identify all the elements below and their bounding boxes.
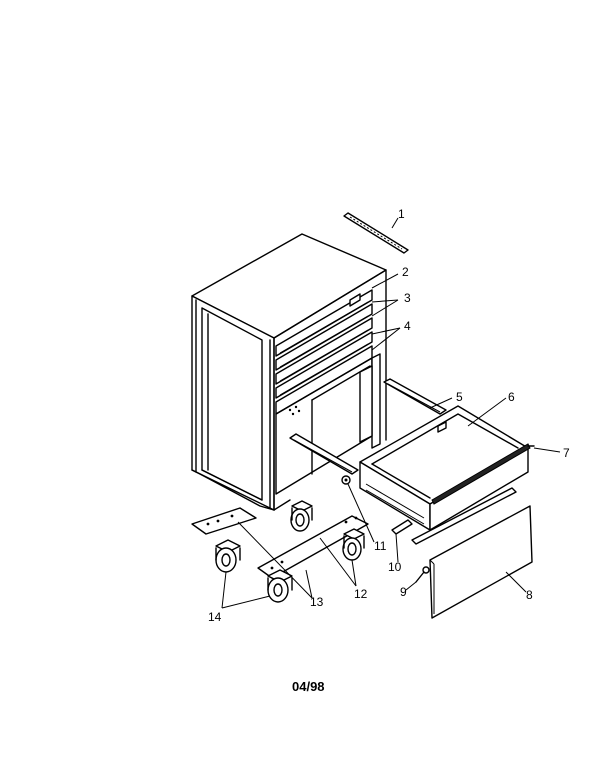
callout-6: 6 xyxy=(508,390,515,404)
part-drawer-bottom-slide xyxy=(391,487,517,545)
callout-4: 4 xyxy=(404,319,411,333)
callout-14: 14 xyxy=(208,610,222,624)
callout-5: 5 xyxy=(456,390,463,404)
part-lower-slide xyxy=(289,433,359,485)
callout-7: 7 xyxy=(563,446,570,460)
callout-2: 2 xyxy=(402,265,409,279)
callout-10: 10 xyxy=(388,560,402,574)
part-trim-strip xyxy=(343,212,409,254)
callout-9: 9 xyxy=(400,585,407,599)
part-upper-drawer-slide xyxy=(383,378,447,415)
callout-1: 1 xyxy=(398,207,405,221)
part-caster-front-right xyxy=(267,569,293,603)
callout-3: 3 xyxy=(404,291,411,305)
part-caster-rear-right xyxy=(342,528,365,561)
part-mounting-plates xyxy=(191,507,369,579)
part-drawer-handle xyxy=(431,443,535,505)
date-code: 04/98 xyxy=(292,679,325,694)
callout-11: 11 xyxy=(374,539,387,553)
cabinet-body xyxy=(191,233,387,511)
part-drawer-front-panel xyxy=(429,505,533,619)
callout-13: 13 xyxy=(310,595,324,609)
callout-labels: 1 2 3 4 5 6 7 8 9 10 11 12 13 14 xyxy=(208,207,570,624)
callout-8: 8 xyxy=(526,588,533,602)
part-screw xyxy=(415,566,430,583)
part-caster-front-left xyxy=(215,539,241,573)
callout-12: 12 xyxy=(354,587,368,601)
leader-lines xyxy=(221,217,561,609)
part-caster-rear-left xyxy=(290,500,313,532)
part-drawer xyxy=(359,405,529,531)
